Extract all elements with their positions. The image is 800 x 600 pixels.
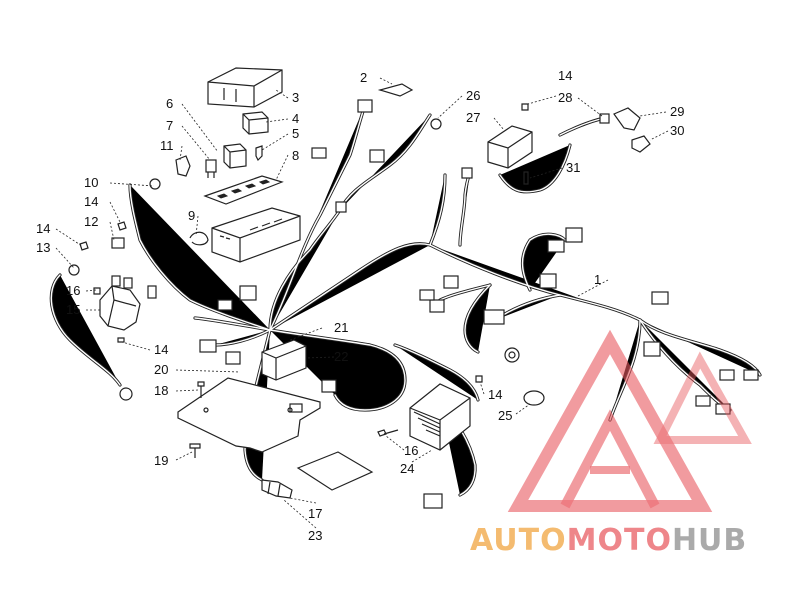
callout-10: 10 (84, 175, 98, 190)
callout-13: 13 (36, 240, 50, 255)
callout-23: 23 (308, 528, 322, 543)
callout-7: 7 (166, 118, 173, 133)
callout-16-a: 16 (66, 283, 80, 298)
elbow-boot (613, 107, 641, 131)
callout-3: 3 (292, 90, 299, 105)
callout-14-d: 14 (558, 68, 572, 83)
fuse-box-cover (207, 67, 283, 108)
callout-5: 5 (292, 126, 299, 141)
voltage-regulator (409, 383, 471, 451)
cap (631, 135, 651, 153)
callout-24: 24 (400, 461, 414, 476)
fuse-box-base (211, 207, 301, 263)
callout-9: 9 (188, 208, 195, 223)
callout-4: 4 (292, 111, 299, 126)
callout-14-b: 14 (36, 221, 50, 236)
connector-end (377, 83, 414, 97)
battery-cable-ends (68, 178, 161, 401)
ignition-module (487, 125, 533, 169)
relay-small (242, 111, 269, 135)
cable-clips (111, 237, 157, 299)
sensor (261, 479, 293, 499)
callout-1: 1 (594, 272, 601, 287)
callout-26: 26 (466, 88, 480, 103)
callout-16-b: 16 (404, 443, 418, 458)
watermark-text: AUTOMOTOHUB (470, 523, 747, 558)
callout-21: 21 (334, 320, 348, 335)
callout-20: 20 (154, 362, 168, 377)
callout-14-a: 14 (84, 194, 98, 209)
clamp-9 (189, 231, 209, 246)
decal (296, 451, 374, 491)
watermark-moto: MOTO (567, 523, 672, 558)
mounting-plate (177, 377, 321, 453)
callout-29: 29 (670, 104, 684, 119)
callout-22: 22 (334, 349, 348, 364)
callout-12: 12 (84, 214, 98, 229)
watermark-logo: AUTOMOTOHUB (470, 329, 752, 558)
callout-14-c: 14 (154, 342, 168, 357)
connector-boot (175, 155, 191, 177)
callout-2: 2 (360, 70, 367, 85)
starter-solenoid (99, 275, 141, 331)
callout-11: 11 (160, 138, 174, 153)
fuse-panel (203, 175, 284, 205)
clamp-25 (523, 390, 545, 406)
seal (599, 113, 610, 124)
callout-8: 8 (292, 148, 299, 163)
fuse (205, 159, 217, 178)
watermark-auto: AUTO (470, 523, 567, 558)
callout-labels: 1 2 3 4 5 6 7 8 9 10 11 12 13 14 14 14 1… (36, 68, 684, 543)
callout-30: 30 (670, 123, 684, 138)
watermark-hub: HUB (672, 523, 747, 558)
leader-lines (55, 77, 669, 529)
callout-15: 15 (66, 302, 80, 317)
fuse-clip (255, 145, 263, 162)
callout-25: 25 (498, 408, 512, 423)
control-module (261, 339, 307, 381)
ring-terminal-26 (430, 118, 442, 130)
grommet (504, 347, 520, 363)
callout-6: 6 (166, 96, 173, 111)
callout-14-e: 14 (488, 387, 502, 402)
relay (223, 143, 247, 169)
watermark-triangle-icon (507, 329, 752, 512)
harness-connectors (199, 99, 759, 509)
callout-27: 27 (466, 110, 480, 125)
callout-18: 18 (154, 383, 168, 398)
callout-31: 31 (566, 160, 580, 175)
callout-17: 17 (308, 506, 322, 521)
hardware (79, 103, 529, 458)
callout-19: 19 (154, 453, 168, 468)
callout-28: 28 (558, 90, 572, 105)
